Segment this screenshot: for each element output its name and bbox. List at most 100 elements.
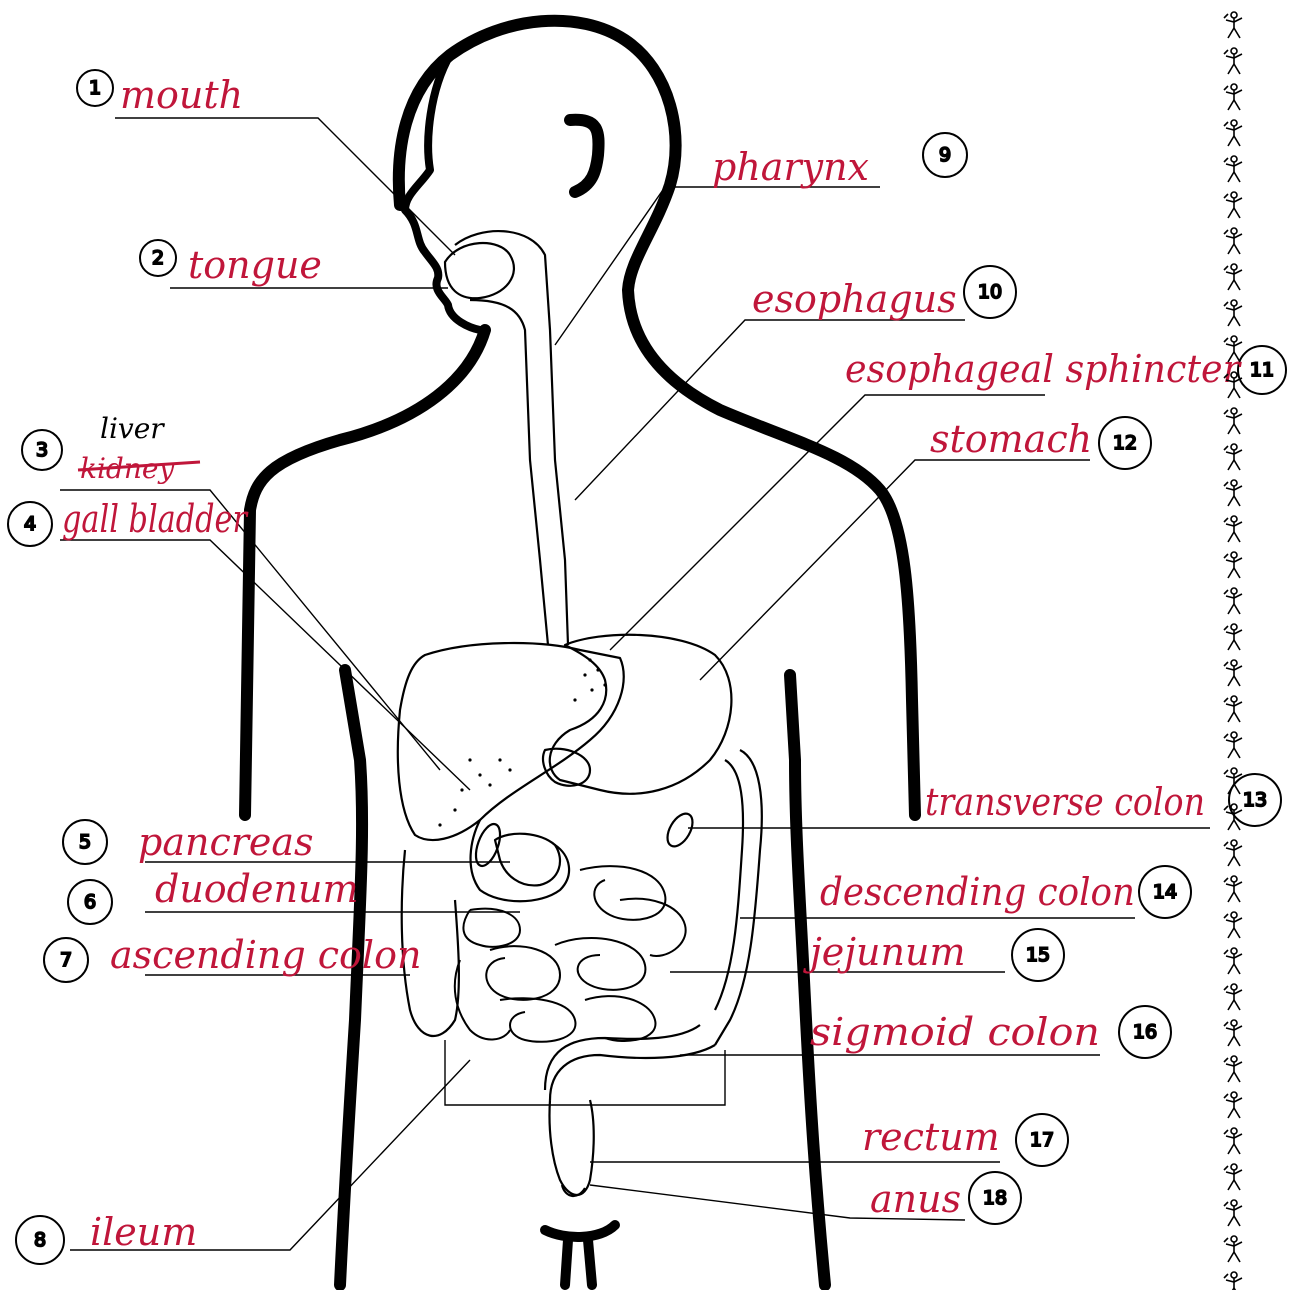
stick-figure-icon <box>1224 768 1242 794</box>
stick-figure-icon <box>1224 480 1242 506</box>
small-intestine <box>455 866 686 1042</box>
leader-lines <box>60 118 1210 1250</box>
marker-5: 5 <box>63 820 107 864</box>
stick-figure-icon <box>1224 804 1242 830</box>
stick-figure-icon <box>1224 588 1242 614</box>
tongue-shape <box>445 243 514 298</box>
marker-17: 17 <box>1016 1114 1068 1166</box>
svg-text:8: 8 <box>34 1229 46 1251</box>
svg-text:14: 14 <box>1153 881 1177 903</box>
label-duodenum: duodenum <box>155 867 358 911</box>
stick-figure-icon <box>1224 408 1242 434</box>
marker-9: 9 <box>923 133 967 177</box>
stick-figure-icon <box>1224 696 1242 722</box>
label-sigmoid-colon: sigmoid colon <box>810 1010 1100 1054</box>
marker-4: 4 <box>8 502 52 546</box>
svg-text:16: 16 <box>1133 1021 1157 1043</box>
svg-text:3: 3 <box>36 439 48 461</box>
esophagus-tube <box>455 231 568 645</box>
marker-1: 1 <box>77 70 113 106</box>
stick-figure-icon <box>1224 120 1242 146</box>
marker-8: 8 <box>16 1216 64 1264</box>
marker-15: 15 <box>1012 929 1064 981</box>
marker-11: 11 <box>1238 346 1286 394</box>
label-pharynx: pharynx <box>712 145 869 189</box>
marker-6: 6 <box>68 880 112 924</box>
stick-figure-icon <box>1224 1272 1242 1290</box>
shading-dots <box>438 658 606 826</box>
svg-text:10: 10 <box>978 281 1002 303</box>
marker-13: 13 <box>1229 774 1281 826</box>
label-ileum: ileum <box>90 1210 197 1254</box>
svg-text:11: 11 <box>1250 359 1274 381</box>
marker-14: 14 <box>1139 866 1191 918</box>
stick-figure-icon <box>1224 516 1242 542</box>
stick-figure-icon <box>1224 1164 1242 1190</box>
svg-text:5: 5 <box>79 831 91 853</box>
stomach-shape <box>550 635 732 794</box>
stick-figure-icon <box>1224 1020 1242 1046</box>
stick-figure-icon <box>1224 1200 1242 1226</box>
label-rectum: rectum <box>862 1115 1000 1159</box>
stick-figure-icon <box>1224 48 1242 74</box>
label-tongue: tongue <box>188 243 322 287</box>
stick-figure-icon <box>1224 12 1242 38</box>
stick-figure-icon <box>1224 300 1242 326</box>
label-anus: anus <box>870 1177 961 1221</box>
marker-12: 12 <box>1099 417 1151 469</box>
svg-text:7: 7 <box>60 949 72 971</box>
stick-figure-icon <box>1224 660 1242 686</box>
stick-figure-border <box>1224 12 1242 1290</box>
label-esophageal-sphincter: esophageal sphincter <box>845 347 1243 391</box>
pancreas-shape <box>495 834 560 886</box>
stick-figure-icon <box>1224 156 1242 182</box>
marker-18: 18 <box>969 1172 1021 1224</box>
stick-figure-icon <box>1224 624 1242 650</box>
stick-figure-icon <box>1224 1128 1242 1154</box>
label-pancreas: pancreas <box>138 820 314 864</box>
rectum-shape <box>549 1100 593 1195</box>
label-descending-colon: descending colon <box>820 870 1135 914</box>
svg-text:1: 1 <box>89 77 101 99</box>
stick-figure-icon <box>1224 984 1242 1010</box>
svg-text:6: 6 <box>84 891 96 913</box>
sigmoid-colon <box>550 1045 715 1100</box>
stick-figure-icon <box>1224 840 1242 866</box>
svg-text:17: 17 <box>1030 1129 1054 1151</box>
label-transverse-colon: transverse colon <box>925 780 1205 824</box>
stick-figure-icon <box>1224 912 1242 938</box>
marker-3: 3 <box>22 430 62 470</box>
label-liver-correction: liver <box>100 412 165 445</box>
stick-figure-icon <box>1224 228 1242 254</box>
label-mouth: mouth <box>120 73 243 117</box>
label-gall-bladder: gall bladder <box>62 497 249 541</box>
stick-figure-icon <box>1224 552 1242 578</box>
label-ascending-colon: ascending colon <box>110 933 421 977</box>
stick-figure-icon <box>1224 444 1242 470</box>
duodenum-shape <box>471 820 570 901</box>
label-stomach: stomach <box>930 417 1092 461</box>
svg-text:12: 12 <box>1113 432 1137 454</box>
label-esophagus: esophagus <box>752 277 957 321</box>
stick-figure-icon <box>1224 876 1242 902</box>
stick-figure-icon <box>1224 948 1242 974</box>
marker-7: 7 <box>44 938 88 982</box>
marker-16: 16 <box>1119 1006 1171 1058</box>
stick-figure-icon <box>1224 264 1242 290</box>
svg-text:4: 4 <box>24 513 36 535</box>
stick-figure-icon <box>1224 84 1242 110</box>
stick-figure-icon <box>1224 1056 1242 1082</box>
stick-figure-icon <box>1224 1236 1242 1262</box>
svg-text:13: 13 <box>1243 789 1267 811</box>
label-texts: mouth tongue liver kidney gall bladder p… <box>62 73 1243 1254</box>
marker-10: 10 <box>964 266 1016 318</box>
stick-figure-icon <box>1224 1092 1242 1118</box>
stick-figure-icon <box>1224 192 1242 218</box>
liver-shape <box>398 643 624 840</box>
svg-text:9: 9 <box>939 144 951 166</box>
label-jejunum: jejunum <box>803 930 966 974</box>
svg-text:18: 18 <box>983 1187 1007 1209</box>
stick-figure-icon <box>1224 732 1242 758</box>
